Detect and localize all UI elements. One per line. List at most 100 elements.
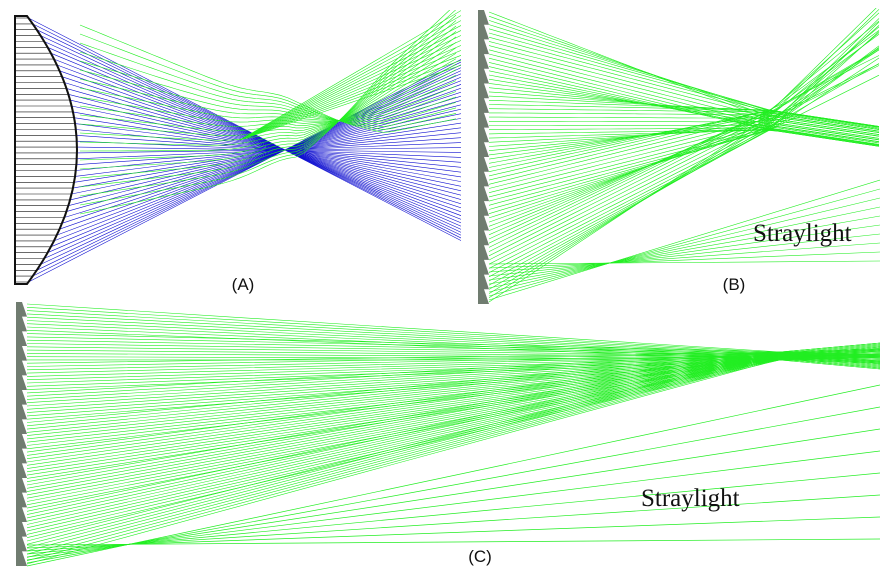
panel-b-fresnel-tooth <box>484 98 489 113</box>
panel-a-stray-ray <box>239 65 461 141</box>
panel-a-stray-ray <box>79 47 457 146</box>
panel-b-fresnel-tooth <box>484 215 489 231</box>
panel-c-converging-ray <box>26 356 880 479</box>
panel-c-rays <box>26 303 880 567</box>
panel-b-straylight-ray <box>488 242 880 273</box>
panel-c-straylight-ray <box>26 538 880 546</box>
panel-b-converging-ray <box>488 31 880 130</box>
panel-b-converging-ray <box>488 48 880 252</box>
panel-a-rays <box>15 10 461 283</box>
panel-a-refracted-ray <box>68 94 461 196</box>
panel-b-fresnel-tooth <box>484 127 489 143</box>
panel-b-converging-ray <box>488 129 880 206</box>
panel-c-converging-ray <box>26 353 880 548</box>
panel-b-converging-ray <box>488 110 880 248</box>
panel-c-converging-ray <box>26 357 880 561</box>
panel-c-label: (C) <box>468 547 492 566</box>
panel-b-fresnel-tooth <box>484 157 489 172</box>
panel-b-converging-ray <box>488 118 880 261</box>
panel-b-fresnel-tooth <box>484 245 489 260</box>
panel-a-stray-ray <box>79 10 451 215</box>
panel-a-stray-ray <box>239 50 461 141</box>
panel-c-fresnel-tooth <box>22 316 27 332</box>
panel-a-stray-ray <box>79 42 457 128</box>
panel-a-refracted-ray <box>66 88 461 200</box>
panel-a-refracted-ray <box>66 100 461 212</box>
panel-b-converging-ray <box>488 57 880 145</box>
panel-a-refracted-ray <box>71 113 461 195</box>
panel-a-stray-ray <box>239 15 461 141</box>
panel-b-fresnel-tooth <box>484 201 489 216</box>
panel-a-stray-ray <box>239 25 461 141</box>
panel-a-stray-ray <box>239 30 461 141</box>
panel-a-refracted-ray <box>75 127 461 177</box>
panel-b-fresnel-tooth <box>484 289 489 304</box>
panel-c-converging-ray <box>26 355 880 525</box>
panel-c-straylight-ray <box>26 494 880 552</box>
panel-a-stray-ray <box>79 10 457 206</box>
panel-b-fresnel-tooth <box>484 142 489 157</box>
panel-b-converging-ray <box>488 8 877 113</box>
panel-b-converging-ray <box>488 26 880 117</box>
panel-b-straylight-ray <box>488 260 880 265</box>
panel-b-converging-ray <box>488 116 880 231</box>
panel-c-fresnel-tooth <box>22 434 27 449</box>
panel-c-converging-ray <box>26 349 880 545</box>
panel-c-fresnel-tooth <box>22 448 27 464</box>
panel-b-converging-ray <box>488 25 880 151</box>
panel-b-converging-ray <box>488 32 880 265</box>
panel-b-converging-ray <box>488 24 880 112</box>
panel-c-fresnel-tooth <box>22 522 27 537</box>
panel-a-label: (A) <box>232 275 255 294</box>
panel-a-refracted-ray <box>28 17 461 241</box>
panel-b-fresnel-tooth <box>484 259 489 275</box>
panel-c-converging-ray <box>26 359 880 538</box>
panel-a-stray-ray <box>79 33 457 130</box>
panel-c-fresnel-tooth <box>22 551 27 566</box>
panel-b-fresnel-tooth <box>484 274 489 290</box>
panel-a-stray-ray <box>239 45 461 141</box>
panel-b-fresnel-tooth <box>484 10 489 25</box>
panel-a-stray-ray <box>79 78 457 122</box>
panel-c-fresnel-tooth <box>22 390 27 405</box>
panel-a-stray-ray <box>79 31 457 170</box>
panel-a-refracted-ray <box>36 64 461 271</box>
panel-a-refracted-ray <box>75 129 461 168</box>
panel-b-converging-ray <box>488 121 880 193</box>
panel-b-fresnel-tooth <box>484 24 489 40</box>
panel-a-refracted-ray <box>40 67 461 265</box>
panel-c-fresnel-tooth <box>22 419 27 434</box>
panel-b-fresnel-tooth <box>484 112 489 128</box>
panel-c-straylight-ray <box>26 516 880 549</box>
panel-b-fresnel-tooth <box>484 54 489 69</box>
panel-a-refracted-ray <box>74 117 461 178</box>
panel-b-converging-ray <box>488 110 880 244</box>
panel-a-stray-ray <box>79 80 457 122</box>
panel-c-converging-ray <box>26 342 880 423</box>
panel-a-refracted-ray <box>76 142 461 160</box>
panel-c-converging-ray <box>26 358 880 565</box>
panel-c-converging-ray <box>26 336 880 357</box>
panel-b-converging-ray <box>488 125 880 269</box>
panel-b-converging-ray <box>488 55 880 111</box>
panel-c-converging-ray <box>26 354 880 552</box>
panel-c-fresnel-tooth <box>22 404 27 420</box>
panel-a-stray-ray <box>239 10 461 141</box>
panel-a-plano-convex-lens <box>14 15 78 285</box>
panel-c-fresnel-tooth <box>22 360 27 376</box>
panel-b-converging-ray <box>488 112 880 181</box>
panel-b-converging-ray <box>488 63 880 189</box>
panel-a-stray-ray <box>239 35 461 141</box>
panel-b-converging-ray <box>488 123 880 294</box>
panel-c-fresnel-ray-trace: Straylight (C) <box>16 302 880 567</box>
panel-c-fresnel-tooth <box>22 478 27 493</box>
panel-a-stray-ray <box>79 74 457 124</box>
panel-b-fresnel-ray-trace: Straylight (B) <box>478 8 880 304</box>
panel-b-straylight-ray <box>488 251 880 269</box>
panel-b-fresnel-lens <box>478 10 489 304</box>
panel-c-straylight-ray <box>26 472 880 555</box>
panel-c-fresnel-tooth <box>22 375 27 390</box>
panel-a-stray-ray <box>79 24 457 133</box>
panel-c-fresnel-tooth <box>22 302 27 317</box>
panel-c-fresnel-tooth <box>22 492 27 508</box>
